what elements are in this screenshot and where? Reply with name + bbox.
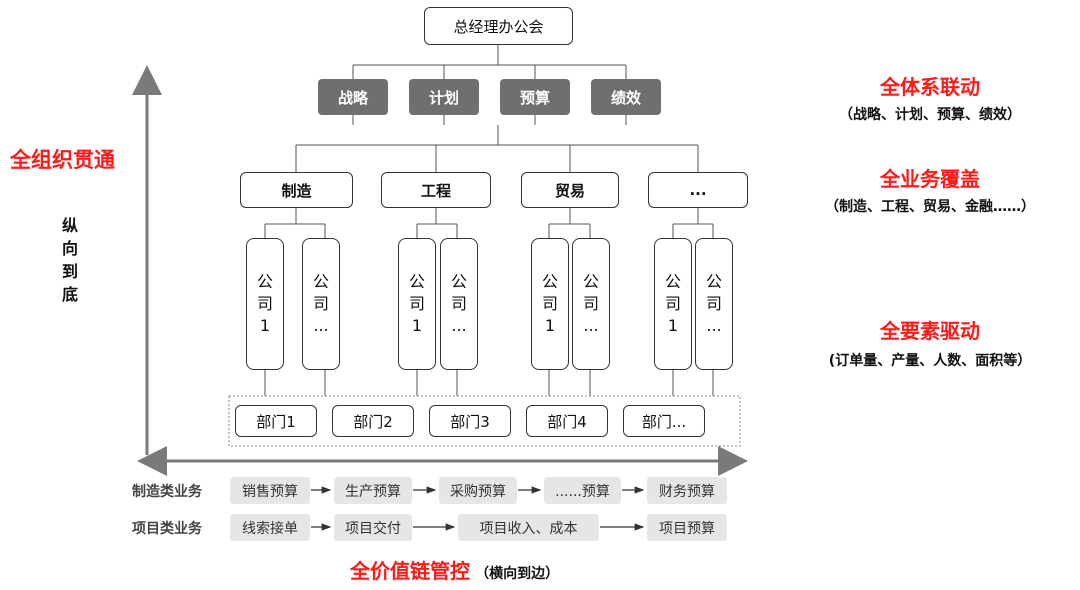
flow-step-label: 项目交付	[345, 520, 401, 537]
business-box-engineering: 工程	[381, 172, 491, 208]
function-label: 预算	[519, 88, 550, 107]
company-box: 公 司 1	[246, 238, 284, 370]
top-node-general-manager-office: 总经理办公会	[424, 7, 573, 45]
flow-step-label: 销售预算	[242, 483, 298, 500]
flow-step-label: 生产预算	[345, 483, 401, 500]
bottom-title-group: 全价值链管控 （横向到边）	[350, 555, 750, 584]
function-box-budget: 预算	[500, 79, 570, 115]
department-label: 部门2	[353, 412, 393, 431]
company-label: 公 司 1	[408, 272, 425, 335]
business-label: 贸易	[554, 181, 585, 200]
flow-step: 生产预算	[334, 477, 412, 504]
right-group-business-coverage: 全业务覆盖 （制造、工程、贸易、金融……）	[790, 163, 1070, 216]
department-box: 部门4	[526, 405, 608, 437]
flow-step: 财务预算	[647, 477, 727, 504]
flow-step: 项目交付	[334, 514, 412, 541]
company-box: 公 司 ...	[572, 238, 610, 370]
department-box: 部门3	[429, 405, 511, 437]
right-title: 全要素驱动	[880, 319, 980, 343]
bottom-subtitle: （横向到边）	[475, 566, 560, 582]
business-box-more: ...	[648, 172, 748, 208]
business-label: 制造	[281, 181, 312, 200]
department-label: 部门3	[450, 412, 490, 431]
function-label: 计划	[428, 88, 459, 107]
business-label: ...	[689, 181, 707, 199]
right-subtitle: （制造、工程、贸易、金融……）	[825, 199, 1035, 215]
company-box: 公 司 1	[398, 238, 436, 370]
flow-step-label: 财务预算	[659, 483, 715, 500]
company-label: 公 司 1	[256, 272, 273, 335]
business-label: 工程	[420, 181, 451, 200]
bottom-title: 全价值链管控	[350, 559, 470, 583]
company-box: 公 司 ...	[695, 238, 733, 370]
right-group-system-linkage: 全体系联动 （战略、计划、预算、绩效）	[790, 71, 1070, 124]
department-label: 部门...	[641, 412, 687, 431]
department-box: 部门2	[332, 405, 414, 437]
business-box-trade: 贸易	[521, 172, 619, 208]
flow-step: 项目收入、成本	[458, 514, 599, 541]
flow-step-label: 项目预算	[659, 520, 715, 537]
company-box: 公 司 1	[654, 238, 692, 370]
right-group-factor-drive: 全要素驱动 (订单量、产量、人数、面积等）	[790, 315, 1070, 370]
company-label: 公 司 ...	[312, 272, 329, 335]
function-label: 绩效	[610, 88, 641, 107]
department-box: 部门1	[235, 405, 317, 437]
company-box: 公 司 ...	[440, 238, 478, 370]
flow-step: 线索接单	[230, 514, 310, 541]
company-label: 公 司 1	[541, 272, 558, 335]
company-box: 公 司 ...	[302, 238, 340, 370]
flow-step: ......预算	[544, 477, 621, 504]
right-title: 全体系联动	[880, 75, 980, 99]
top-node-label: 总经理办公会	[453, 17, 544, 36]
flow-step-label: 项目收入、成本	[479, 520, 578, 537]
company-label: 公 司 ...	[450, 272, 467, 335]
flow-step: 项目预算	[647, 514, 727, 541]
flow-label-project: 项目类业务	[132, 521, 202, 537]
business-box-manufacturing: 制造	[240, 172, 353, 208]
function-box-performance: 绩效	[591, 79, 661, 115]
company-label: 公 司 1	[664, 272, 681, 335]
flow-step-label: 线索接单	[242, 520, 298, 537]
function-box-strategy: 战略	[318, 79, 388, 115]
department-label: 部门1	[256, 412, 296, 431]
function-label: 战略	[337, 88, 368, 107]
flow-step-label: 采购预算	[450, 483, 506, 500]
vertical-axis-text: 纵 向 到 底	[62, 216, 79, 304]
left-title: 全组织贯通	[10, 148, 115, 172]
function-box-plan: 计划	[409, 79, 479, 115]
right-title: 全业务覆盖	[880, 167, 980, 191]
flow-step: 采购预算	[439, 477, 517, 504]
flow-label-manufacturing: 制造类业务	[132, 484, 202, 500]
department-label: 部门4	[547, 412, 587, 431]
company-label: 公 司 ...	[705, 272, 722, 335]
company-label: 公 司 ...	[582, 272, 599, 335]
company-box: 公 司 1	[531, 238, 569, 370]
right-subtitle: （战略、计划、预算、绩效）	[839, 107, 1021, 123]
flow-step-label: ......预算	[555, 483, 610, 500]
right-subtitle: (订单量、产量、人数、面积等）	[828, 353, 1032, 369]
flow-step: 销售预算	[230, 477, 310, 504]
department-box: 部门...	[623, 405, 705, 437]
